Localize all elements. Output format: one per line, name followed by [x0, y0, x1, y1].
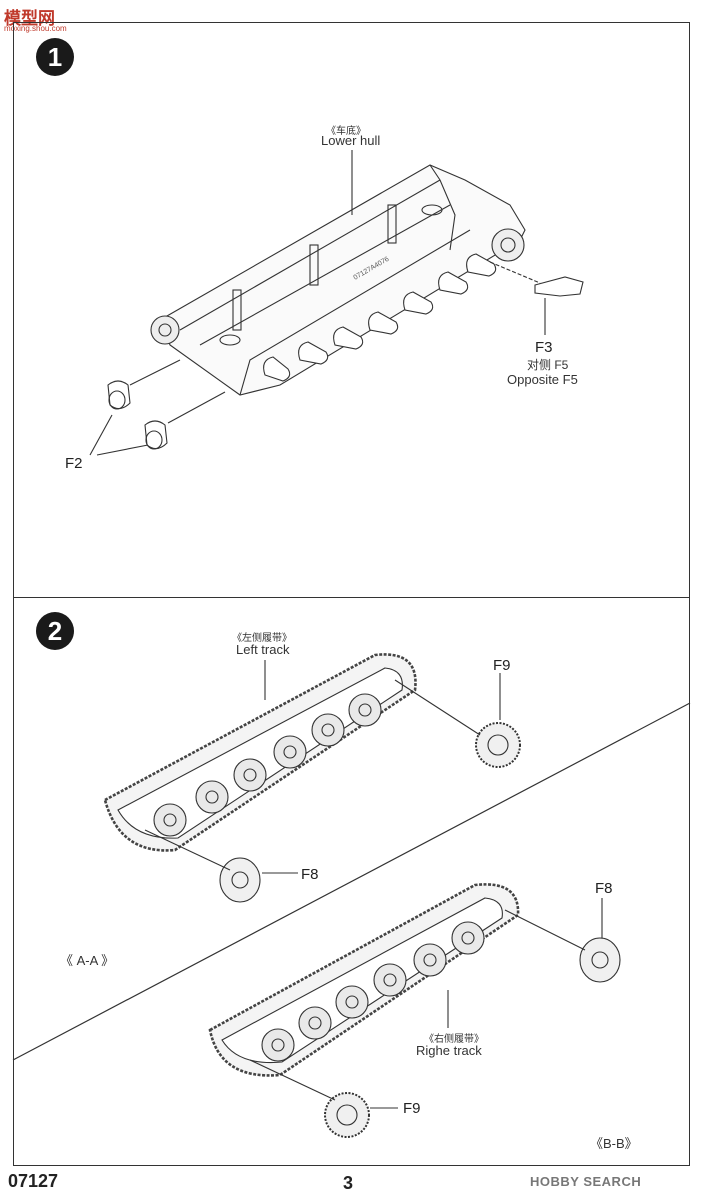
site-logo: 模型网 — [4, 9, 55, 28]
right-track-label-cn: 《右侧履带》 — [424, 1034, 484, 1045]
part-f9-bottom-label: F9 — [403, 1100, 421, 1117]
part-f9-top-label: F9 — [493, 657, 511, 674]
part-f3-label: F3 — [535, 339, 553, 356]
lower-hull-label-en: Lower hull — [321, 133, 381, 148]
section-bb-label: 《B-B》 — [590, 1136, 638, 1151]
left-track-drawing — [103, 653, 521, 903]
left-track-label-en: Left track — [236, 642, 290, 657]
step-divider — [13, 597, 690, 598]
right-track-drawing — [208, 883, 621, 1138]
part-f8-left-label: F8 — [301, 866, 319, 883]
instruction-frame — [13, 22, 690, 1166]
kit-number: 07127 — [8, 1171, 59, 1191]
step-2-badge: 2 — [36, 612, 74, 650]
site-logo-url: moxing.shou.com — [4, 24, 67, 33]
right-track-label-en: Righe track — [416, 1043, 482, 1058]
section-aa-label: 《 A-A 》 — [60, 953, 115, 968]
part-f5-label-en: Opposite F5 — [507, 372, 578, 387]
part-f2-label: F2 — [65, 455, 83, 472]
part-f8-right-label: F8 — [595, 880, 613, 897]
page-number: 3 — [343, 1173, 354, 1193]
step-1-badge: 1 — [36, 38, 74, 76]
hobby-search-watermark: HOBBY SEARCH — [530, 1174, 642, 1189]
section-divider-line — [12, 702, 691, 1061]
lower-hull-label-cn: 《车底》 — [326, 126, 366, 137]
left-track-label-cn: 《左侧履带》 — [232, 633, 292, 644]
part-f5-label-cn: 对侧 F5 — [527, 358, 569, 372]
lower-hull-drawing: 07127A4076 — [89, 150, 584, 456]
